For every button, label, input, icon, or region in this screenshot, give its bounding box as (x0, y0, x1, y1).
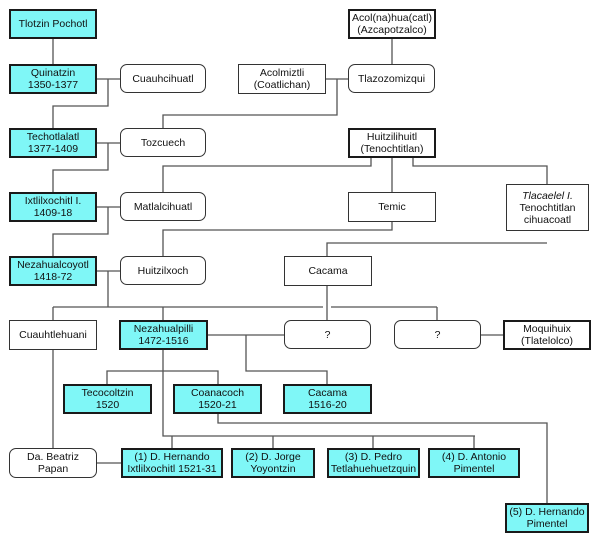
node-label: Tlazozomizqui (357, 72, 426, 85)
node-unknown-wife-1: ? (284, 320, 371, 349)
node-sublabel: Papan (37, 463, 69, 475)
node-reign: 1418-72 (33, 271, 73, 283)
node-sublabel: Tetlahuehuetzquin (330, 463, 417, 475)
node-sublabel: Pimentel (526, 518, 568, 530)
node-pedro-tetlahuehuetzquin: (3) D. Pedro Tetlahuehuetzquin (327, 448, 420, 478)
node-label: (4) D. Antonio (441, 451, 507, 463)
node-label: Matlalcihuatl (133, 200, 193, 213)
node-reign: 1520 (95, 399, 120, 411)
node-hernando-ixtlilxochitl: (1) D. Hernando Ixtlilxochitl 1521-31 (121, 448, 223, 478)
connector-techotlalatl-ixtlilxochitl (52, 143, 109, 192)
node-reign: 1377-1409 (27, 143, 79, 155)
node-label: Quinatzin (30, 67, 76, 79)
node-huitzilxoch: Huitzilxoch (120, 256, 206, 285)
node-label: (1) D. Hernando (134, 451, 210, 463)
node-coanacoch: Coanacoch 1520-21 (173, 384, 262, 414)
connector-coanacoch-hernando-pimentel (217, 413, 548, 503)
node-sublabel: (Tenochtitlan) (360, 143, 424, 155)
node-label: (2) D. Jorge (245, 451, 301, 463)
node-label: (5) D. Hernando (509, 506, 585, 518)
node-label: Tlacaelel I. (522, 189, 573, 202)
node-tlotzin-pochotl: Tlotzin Pochotl (9, 9, 97, 39)
node-hernando-pimentel: (5) D. Hernando Pimentel (505, 503, 589, 533)
node-quinatzin: Quinatzin 1350-1377 (9, 64, 97, 94)
node-tozcuech: Tozcuech (120, 128, 206, 157)
node-label: Cacama (308, 265, 348, 277)
node-antonio-pimentel: (4) D. Antonio Pimentel (428, 448, 520, 478)
node-label: Nezahualcoyotl (17, 259, 89, 271)
node-sublabel: Pimentel (453, 463, 495, 475)
node-cacama-elder: Cacama (284, 256, 372, 286)
node-techotlalatl: Techotlalatl 1377-1409 (9, 128, 97, 158)
node-label: Cuauhcihuatl (132, 72, 194, 85)
connector-ixtlilxochitl-nezahualcoyotl (52, 207, 109, 256)
node-label: ? (434, 328, 441, 341)
node-sublabel: Tenochtitlan (519, 201, 576, 214)
connector-quinatzin-techotlalatl (52, 79, 109, 128)
node-sublabel: Ixtlilxochitl 1521-31 (127, 463, 217, 475)
node-acolmiztli: Acolmiztli (Coatlichan) (238, 64, 326, 94)
node-title: cihuacoatl (523, 213, 572, 226)
node-reign: 1472-1516 (138, 335, 189, 347)
node-label: Temic (378, 201, 406, 213)
node-label: Huitzilxoch (137, 264, 189, 277)
node-sublabel: Yoyontzin (250, 463, 296, 475)
node-label: Tozcuech (140, 136, 186, 149)
node-label: Acol(na)hua(catl) (352, 12, 432, 24)
node-nezahualpilli: Nezahualpilli 1472-1516 (119, 320, 208, 350)
connector-huitzilihuitl-matlalcihuatl (162, 157, 372, 192)
connector-temic-huitzilxoch (162, 222, 393, 256)
connector-huitzilihuitl-tlacaelel (412, 157, 548, 184)
node-cacama-ruler: Cacama 1516-20 (283, 384, 372, 414)
node-beatriz-papan: Da. Beatriz Papan (9, 448, 97, 478)
node-reign: 1409-18 (33, 207, 73, 219)
node-label: Da. Beatriz (27, 451, 79, 463)
node-label: Tlotzin Pochotl (18, 18, 88, 30)
node-label: ? (324, 328, 331, 341)
node-label: (3) D. Pedro (344, 451, 403, 463)
node-tecocoltzin: Tecocoltzin 1520 (63, 384, 152, 414)
node-reign: 1520-21 (198, 399, 237, 411)
node-moquihuix: Moquihuix (Tlatelolco) (503, 320, 591, 350)
node-reign: 1516-20 (308, 399, 347, 411)
node-temic: Temic (348, 192, 436, 222)
connector-tlacaelel-cacama (326, 242, 547, 256)
node-sublabel: (Coatlichan) (253, 79, 311, 91)
node-label: Acolmiztli (259, 67, 305, 79)
node-ixtlilxochitl-i: Ixtlilxochitl I. 1409-18 (9, 192, 97, 222)
node-unknown-wife-2: ? (394, 320, 481, 349)
node-label: Cacama (307, 387, 348, 399)
node-label: Techotlalatl (26, 131, 80, 143)
node-huitzilihuitl: Huitzilihuitl (Tenochtitlan) (348, 128, 436, 158)
node-nezahualcoyotl: Nezahualcoyotl 1418-72 (9, 256, 97, 286)
node-label: Coanacoch (190, 387, 245, 399)
node-tlazozomizqui: Tlazozomizqui (348, 64, 435, 93)
node-label: Cuauhtlehuani (19, 329, 87, 341)
node-matlalcihuatl: Matlalcihuatl (120, 192, 206, 221)
connector-nezahualpilli-cacama (245, 335, 328, 384)
connector-nezahualpilli-grandsons (162, 350, 475, 437)
node-label: Huitzilihuitl (366, 131, 418, 143)
node-sublabel: (Tlatelolco) (521, 335, 573, 347)
node-cuauhcihuatl: Cuauhcihuatl (120, 64, 206, 93)
node-cuauhtlehuani: Cuauhtlehuani (9, 320, 97, 350)
node-sublabel: (Azcapotzalco) (357, 24, 427, 36)
node-label: Tecocoltzin (81, 387, 134, 399)
node-label: Nezahualpilli (133, 323, 194, 335)
node-jorge-yoyontzin: (2) D. Jorge Yoyontzin (231, 448, 315, 478)
node-label: Ixtlilxochitl I. (24, 195, 82, 207)
node-acolnahuacatl: Acol(na)hua(catl) (Azcapotzalco) (348, 9, 436, 39)
node-tlacaelel: Tlacaelel I. Tenochtitlan cihuacoatl (506, 184, 589, 231)
connector-acolmiztli-tozcuech (162, 79, 338, 128)
node-label: Moquihuix (523, 323, 571, 335)
node-reign: 1350-1377 (27, 79, 79, 91)
